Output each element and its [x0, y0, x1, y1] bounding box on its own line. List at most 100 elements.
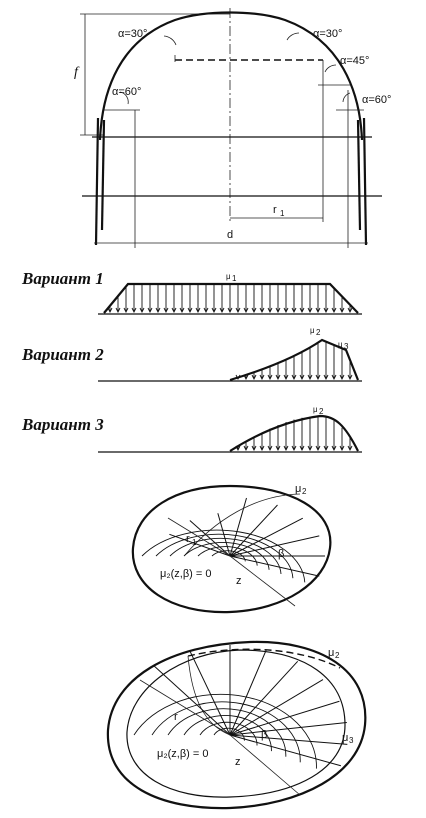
dome-2-arc [199, 721, 258, 746]
dome-2-beta: β [261, 729, 267, 741]
dome-2-snow-dashed [187, 648, 341, 669]
variant-2: Вариант 2 μ 2 μ 3 [21, 326, 362, 382]
variant-2-mu3-sub: 3 [344, 342, 349, 351]
dome-2-mu3: μ [342, 732, 348, 744]
load-arrow-head [219, 307, 225, 314]
dome-2-formula: μ₂(z,β) = 0 [157, 748, 208, 760]
variant-2-mu2-sub: 2 [316, 328, 321, 337]
load-arrow-head [227, 307, 233, 314]
dome-1-ray [169, 533, 231, 557]
load-arrow-head [323, 445, 329, 452]
load-arrow-head [235, 374, 241, 381]
left-wall [94, 117, 100, 246]
load-arrow-head [259, 374, 265, 381]
load-arrow-head [283, 307, 289, 314]
load-arrow-head [171, 307, 177, 314]
variant-1-mu-sub: 1 [232, 274, 237, 283]
dome-1-r-sub: 1 [192, 538, 197, 547]
load-arrow-head [283, 374, 289, 381]
load-arrow-head [315, 374, 321, 381]
load-arrow-head [251, 374, 257, 381]
alpha-mid-right-label: α=45° [340, 55, 369, 67]
load-arrow-head [307, 445, 313, 452]
dome-2-ray [229, 721, 347, 736]
dome-1-ray [229, 497, 247, 557]
load-arrow-head [267, 374, 273, 381]
dome-2-r-line [139, 679, 231, 736]
load-arrow-head [347, 445, 353, 452]
dome-1-beta: β [278, 548, 284, 560]
dome-1-arcs [141, 529, 306, 583]
alpha-low-left-label: α=60° [112, 86, 141, 98]
variant-2-mu2: μ [310, 326, 315, 335]
load-arrow-head [155, 307, 161, 314]
dome-1-ray [189, 520, 231, 557]
dome-1-arc [211, 550, 246, 562]
r1-subscript: 1 [280, 209, 285, 218]
r1-label: r [273, 204, 277, 216]
dome-2-outer-outline [106, 640, 367, 810]
load-arrow-head [291, 445, 297, 452]
variant-1: Вариант 1 μ 1 [21, 269, 362, 315]
dome-2-r: r [174, 711, 178, 723]
variant-3-mu-sub: 2 [319, 407, 324, 416]
load-arrow-head [203, 307, 209, 314]
building-elevation: f α=30° α=30° α=45° α=60° α=60° r [74, 8, 391, 248]
load-arrow-head [307, 374, 313, 381]
load-arrow-head [211, 307, 217, 314]
load-arrow-head [251, 307, 257, 314]
load-arrow-head [131, 307, 137, 314]
dome-1-ray [229, 504, 278, 557]
load-arrow-head [267, 445, 273, 452]
angle-arc-right-45 [324, 64, 337, 73]
dome-2-arcs [133, 693, 317, 769]
load-arrow-head [187, 307, 193, 314]
d-label: d [227, 229, 233, 241]
angle-arc-left-60 [119, 91, 129, 105]
load-arrow-head [163, 307, 169, 314]
load-arrow-head [323, 374, 329, 381]
angle-arc-right-60 [342, 92, 351, 103]
dome-2-inner-outline [126, 649, 346, 798]
variant-1-mu: μ [226, 272, 231, 281]
dome-2-mu2: μ [328, 647, 334, 659]
dome-1-arc [183, 542, 270, 570]
load-arrow-head [115, 307, 121, 314]
load-arrow-head [323, 307, 329, 314]
dome-1-arc [197, 546, 258, 566]
load-arrow-head [123, 307, 129, 314]
alpha-top-right-label: α=30° [313, 28, 342, 40]
dome-2-mu3-sub: 3 [349, 736, 354, 745]
load-arrow-head [283, 445, 289, 452]
f-label: f [74, 65, 80, 80]
dome-2-z: z [235, 756, 241, 768]
dome-1-r: r [186, 533, 190, 545]
dome-1-ray [229, 517, 304, 557]
load-arrow-head [243, 445, 249, 452]
variant-1-label: Вариант 1 [21, 269, 104, 288]
angle-arc-left-30 [163, 35, 177, 46]
load-arrow-head [179, 307, 185, 314]
roof-arc [98, 11, 364, 141]
load-arrow-head [291, 307, 297, 314]
alpha-low-right-label: α=60° [362, 94, 391, 106]
load-arrow-head [331, 307, 337, 314]
dome-1-mu-sub: 2 [302, 487, 307, 496]
dome-2-ray [229, 660, 299, 736]
load-arrow-head [315, 445, 321, 452]
dome-2-arc [213, 727, 245, 741]
right-wall-inner [356, 119, 362, 231]
dome-1-z: z [236, 575, 242, 587]
dome-2-ray [229, 734, 348, 745]
dome-2-perspective: r μ 2 μ 3 β z μ₂(z,β) = 0 [106, 640, 367, 810]
alpha-top-left-label: α=30° [118, 28, 147, 40]
dome-2-arc [167, 708, 287, 757]
dome-2-front-ridge [187, 655, 231, 736]
dome-1-r-line [167, 517, 231, 557]
load-arrow-head [331, 374, 337, 381]
load-arrow-head [107, 307, 113, 314]
load-arrow-head [243, 374, 249, 381]
dome-1-plan: r 1 μ 2 β z μ₂(z,β) = 0 [131, 483, 332, 614]
right-wall [362, 117, 368, 246]
